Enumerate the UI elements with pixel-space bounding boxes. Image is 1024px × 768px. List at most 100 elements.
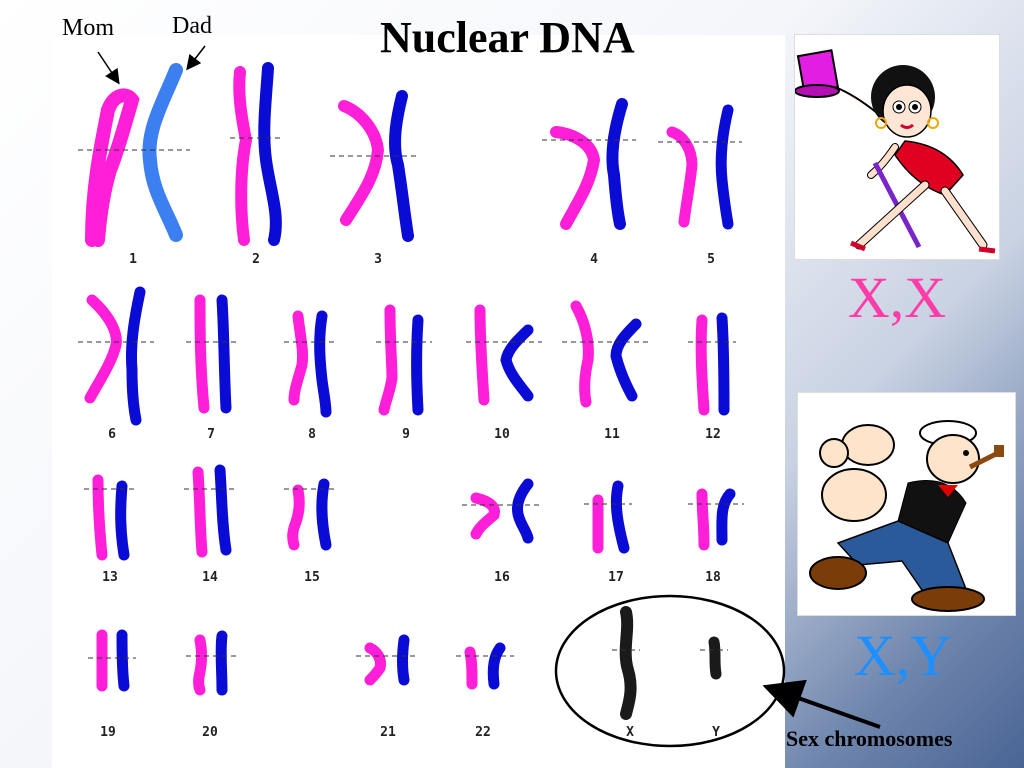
chromosome-pair-5 [658,104,742,230]
paternal-chromosome [411,314,424,416]
chromosome-pair-14 [184,464,234,558]
chromosome-label: 10 [494,427,510,442]
maternal-chromosome [338,100,385,226]
paternal-chromosome [716,488,736,546]
chromosome-label: X [626,725,634,740]
paternal-chromosome [397,634,410,686]
chromosome-label: 6 [108,427,116,442]
chromosome-pair-4 [542,98,636,230]
maternal-chromosome [696,488,710,551]
chromosome-label: 9 [402,427,410,442]
chromosome-pair-11 [562,300,650,408]
paternal-chromosome [142,63,183,242]
chromosome-pair-18 [688,488,744,551]
chromosome-label: 7 [207,427,215,442]
paternal-chromosome [314,310,332,418]
paternal-chromosome [716,312,730,416]
maternal-chromosome [470,492,500,540]
chromosome-label: 20 [202,725,218,740]
paternal-chromosome [389,90,414,242]
maternal-chromosome [192,466,208,558]
sex-chromosome-circle [554,594,786,748]
chromosome-label: 22 [475,725,491,740]
female-character-card [794,34,1000,260]
chromosome-pair-7 [186,294,236,414]
maternal-chromosome [84,294,122,404]
chromosome-pair-X [612,606,640,720]
female-karyotype-label: X,X [847,265,947,330]
chromosome-pair-2 [230,62,282,246]
chromosome-pairs [78,62,744,720]
maternal-chromosome [666,126,698,228]
chromosome-pair-13 [84,474,136,561]
paternal-chromosome [215,630,228,696]
maternal-chromosome [287,484,305,551]
chromosome-pair-20 [186,630,236,696]
chromosome-label: 12 [705,427,721,442]
chromosome-label: 5 [707,252,715,267]
maternal-chromosome [364,642,386,686]
paternal-chromosome [512,478,534,544]
paternal-chromosome [316,478,332,551]
paternal-chromosome [116,629,130,692]
paternal-chromosome [258,62,282,246]
chromosome-pair-Y [700,636,728,680]
chromosome-pair-12 [688,312,736,416]
male-character-card [797,392,1016,616]
paternal-chromosome [610,318,642,402]
maternal-chromosome [288,310,308,406]
chromosome-label: 13 [102,570,118,585]
chromosome-label: Y [712,725,720,740]
chromosome-label: 16 [494,570,510,585]
paternal-chromosome [115,480,130,561]
chromosome-label: 3 [374,252,382,267]
sex-chromosomes-label: Sex chromosomes [786,726,953,751]
maternal-chromosome [474,304,490,406]
chromosome-label: 2 [252,252,260,267]
paternal-chromosome [606,98,628,230]
chromosome-label: 8 [308,427,316,442]
paternal-chromosome [126,286,146,426]
chromosome-pair-16 [462,478,542,544]
maternal-chromosome [695,314,710,416]
paternal-chromosome [487,642,506,690]
chromosome-pair-3 [330,90,416,242]
paternal-chromosome [216,294,232,414]
chromosome-pair-10 [466,304,542,406]
chromosome-label: 17 [608,570,624,585]
male-karyotype-label: X,Y [853,623,953,688]
chromosome-pair-21 [356,634,418,686]
maternal-chromosome [570,300,594,408]
popeye-cartoon-icon [809,420,1004,612]
maternal-chromosome [194,294,210,414]
chromosome-pair-15 [284,478,338,551]
chromosome-label: 1 [129,252,137,267]
paternal-chromosome [610,480,630,554]
paternal-chromosome [500,324,534,402]
chromosome-pair-17 [584,480,632,554]
maternal-chromosome [378,304,398,416]
sex-chromosome [619,606,637,720]
dad-label: Dad [172,13,212,39]
chromosome-label: 21 [380,725,396,740]
sex-chromosome [708,636,722,680]
chromosome-pair-8 [284,310,336,418]
chromosome-label: 14 [202,570,218,585]
sex-chromosome-arrow [762,679,881,729]
betty-boop-cartoon-icon [794,49,996,254]
maternal-chromosome [550,126,601,230]
chromosome-label: 4 [590,252,598,267]
chromosome-label: 18 [705,570,721,585]
chromosome-label: 11 [604,427,620,442]
chromosome-label: 15 [304,570,320,585]
chromosome-pair-22 [456,642,514,690]
chromosome-label: 19 [100,725,116,740]
chromosome-pair-9 [376,304,432,416]
maternal-chromosome [193,634,207,696]
mom-pointer-line [97,51,120,85]
chromosome-pair-1 [78,63,190,247]
maternal-chromosome [85,88,140,247]
chromosome-pair-6 [78,286,154,426]
maternal-chromosome [92,474,108,561]
